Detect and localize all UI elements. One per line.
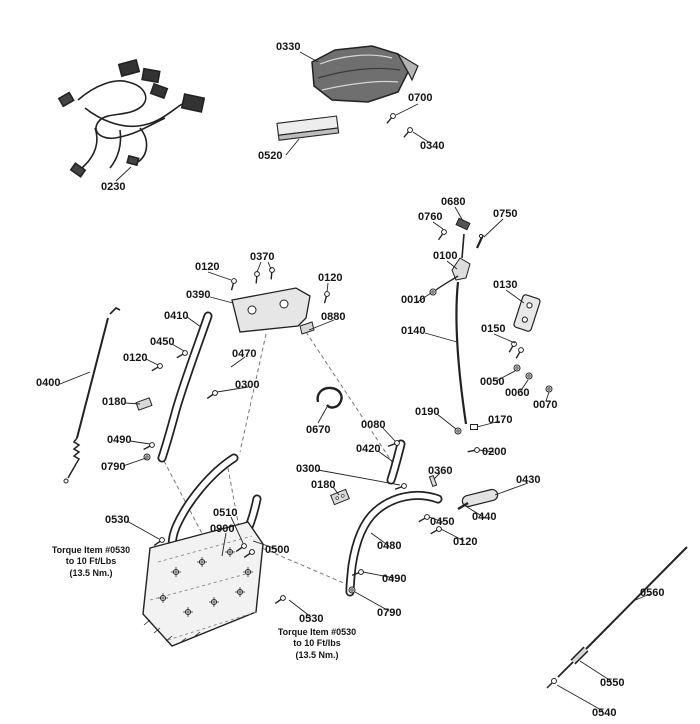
part-callout: 0170 bbox=[488, 414, 512, 426]
part-callout: 0470 bbox=[232, 348, 256, 360]
part-callout: 0120 bbox=[195, 261, 219, 273]
strip-part bbox=[276, 115, 340, 141]
nut-part bbox=[470, 424, 478, 430]
part-callout: 0700 bbox=[408, 92, 432, 104]
part-callout: 0510 bbox=[213, 507, 237, 519]
control-rod bbox=[455, 281, 468, 425]
fasteners bbox=[141, 111, 553, 607]
part-callout: 0190 bbox=[415, 406, 439, 418]
cover-part bbox=[311, 45, 419, 103]
torque-note-bottom: Torque Item #0530 to 10 Ft/lbs (13.5 Nm.… bbox=[277, 627, 357, 660]
clamp-block-right bbox=[330, 488, 350, 506]
part-callout: 0530 bbox=[299, 613, 323, 625]
part-callout: 0520 bbox=[258, 150, 282, 162]
clamp-block-left bbox=[135, 397, 153, 411]
part-callout: 0330 bbox=[276, 41, 300, 53]
part-callout: 0230 bbox=[101, 181, 125, 193]
mounting-panel bbox=[142, 521, 264, 647]
part-callout: 0880 bbox=[321, 311, 345, 323]
part-callout: 0400 bbox=[36, 377, 60, 389]
part-callout: 0450 bbox=[430, 516, 454, 528]
part-callout: 0300 bbox=[235, 379, 259, 391]
cable-left bbox=[63, 307, 121, 484]
part-callout: 0410 bbox=[164, 310, 188, 322]
part-callout: 0060 bbox=[505, 387, 529, 399]
part-callout: 0360 bbox=[428, 465, 452, 477]
handle-bracket bbox=[231, 287, 315, 335]
part-callout: 0080 bbox=[361, 419, 385, 431]
part-callout: 0340 bbox=[420, 140, 444, 152]
part-callout: 0550 bbox=[600, 677, 624, 689]
part-callout: 0500 bbox=[265, 544, 289, 556]
part-callout: 0450 bbox=[150, 336, 174, 348]
torque-note-left: Torque Item #0530 to 10 Ft/Lbs (13.5 Nm.… bbox=[51, 545, 131, 578]
part-callout: 0180 bbox=[311, 479, 335, 491]
part-callout: 0120 bbox=[453, 536, 477, 548]
part-callout: 0300 bbox=[296, 463, 320, 475]
part-callout: 0430 bbox=[516, 474, 540, 486]
part-callout: 0490 bbox=[107, 434, 131, 446]
part-callout: 0200 bbox=[482, 446, 506, 458]
handle-tube-upper-left bbox=[157, 311, 213, 463]
part-callout: 0900 bbox=[210, 523, 234, 535]
part-callout: 0420 bbox=[356, 443, 380, 455]
part-callout: 0390 bbox=[186, 289, 210, 301]
rod-clip bbox=[435, 275, 459, 291]
part-callout: 0100 bbox=[433, 250, 457, 262]
part-callout: 0130 bbox=[493, 279, 517, 291]
part-callout: 0440 bbox=[472, 511, 496, 523]
part-callout: 0760 bbox=[418, 211, 442, 223]
side-bracket bbox=[513, 294, 541, 332]
part-callout: 0180 bbox=[102, 396, 126, 408]
rod-lower-right bbox=[546, 546, 688, 689]
part-callout: 0680 bbox=[441, 196, 465, 208]
part-callout: 0120 bbox=[123, 352, 147, 364]
part-callout: 0790 bbox=[101, 461, 125, 473]
spacer-part bbox=[428, 474, 438, 488]
part-callout: 0150 bbox=[481, 323, 505, 335]
handle-tube-right bbox=[345, 490, 443, 597]
part-callout: 0480 bbox=[377, 540, 401, 552]
part-callout: 0010 bbox=[401, 294, 425, 306]
part-callout: 0750 bbox=[493, 208, 517, 220]
spring-clip bbox=[316, 386, 343, 409]
grip-pin bbox=[457, 501, 469, 511]
part-callout: 0540 bbox=[592, 707, 616, 719]
part-callout: 0790 bbox=[377, 607, 401, 619]
part-callout: 0370 bbox=[250, 251, 274, 263]
part-callout: 0120 bbox=[318, 272, 342, 284]
part-callout: 0490 bbox=[382, 573, 406, 585]
part-callouts: 0330 0700 0340 0520 0230 0680 0760 0750 … bbox=[36, 41, 664, 719]
part-callout: 0140 bbox=[401, 325, 425, 337]
part-callout: 0050 bbox=[480, 376, 504, 388]
wiring-harness bbox=[57, 58, 206, 178]
part-callout: 0670 bbox=[306, 424, 330, 436]
leader-lines bbox=[59, 51, 651, 712]
part-callout: 0530 bbox=[105, 514, 129, 526]
part-callout: 0070 bbox=[533, 399, 557, 411]
part-callout: 0560 bbox=[640, 587, 664, 599]
bellcrank-assembly bbox=[451, 217, 484, 281]
handle-tube-upper-right bbox=[386, 439, 406, 485]
